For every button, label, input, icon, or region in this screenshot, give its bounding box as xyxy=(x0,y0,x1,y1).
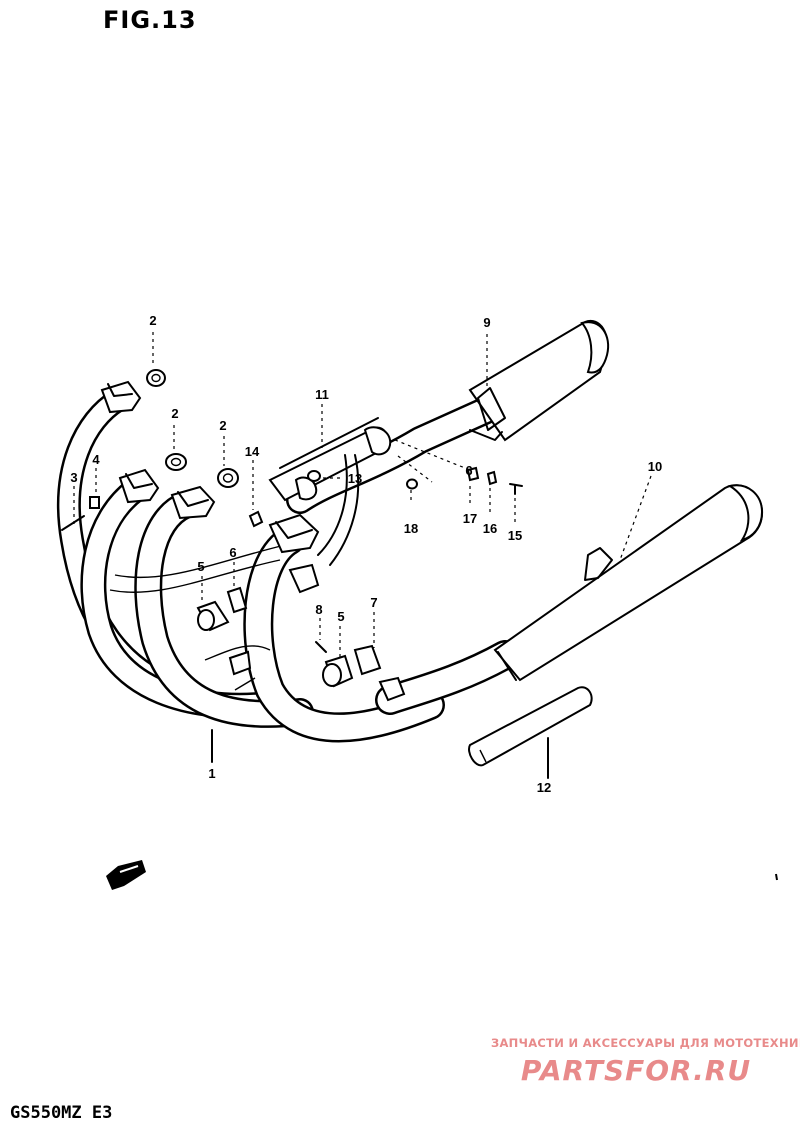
gasket-2b xyxy=(165,453,187,471)
watermark-logo: PARTSFOR.RU xyxy=(521,1054,751,1087)
nut-18 xyxy=(406,478,418,490)
callout-3: 3 xyxy=(70,470,77,485)
gasket-2a xyxy=(146,369,166,387)
callout-17: 17 xyxy=(463,511,477,526)
watermark-logo-text: PARTSFOR.RU xyxy=(521,1054,751,1087)
crossover-pipe-11 xyxy=(268,417,392,566)
callout-5b: 5 xyxy=(337,609,344,624)
connector-5a xyxy=(196,600,230,632)
bolt-15 xyxy=(509,483,523,495)
front-arrow-icon xyxy=(106,860,146,890)
callout-1: 1 xyxy=(208,766,215,781)
gasket-2c xyxy=(217,468,239,488)
callout-5a: 5 xyxy=(197,559,204,574)
nut-4 xyxy=(89,496,100,509)
clamp-7 xyxy=(353,644,382,676)
pipe-clamps xyxy=(100,380,320,594)
callout-15: 15 xyxy=(508,528,522,543)
clamp-6a xyxy=(226,586,248,614)
exhaust-pipe-1 xyxy=(56,388,445,743)
callout-6a: 6 xyxy=(229,545,236,560)
callout-2b: 2 xyxy=(171,406,178,421)
callout-13: 13 xyxy=(348,471,362,486)
model-code: GS550MZ E3 xyxy=(10,1103,113,1123)
bolt-8 xyxy=(315,641,327,653)
connector-5b xyxy=(322,654,354,688)
callout-10: 10 xyxy=(648,459,662,474)
callout-9: 9 xyxy=(483,315,490,330)
callout-6b: 6 xyxy=(465,463,472,478)
leader-lines xyxy=(73,332,652,779)
callout-8: 8 xyxy=(315,602,322,617)
callout-2a: 2 xyxy=(149,313,156,328)
callout-18: 18 xyxy=(404,521,418,536)
callout-11: 11 xyxy=(315,387,329,402)
bolt-14 xyxy=(248,510,264,528)
callout-16: 16 xyxy=(483,521,497,536)
bolt-13 xyxy=(307,470,321,482)
figure-title: FIG.13 xyxy=(103,6,197,34)
stud-bolt-3 xyxy=(61,515,85,531)
washer-16 xyxy=(486,470,498,486)
watermark-caption: ЗАПЧАСТИ И АКСЕССУАРЫ ДЛЯ МОТОТЕХНИКИ xyxy=(491,1036,800,1050)
callout-4: 4 xyxy=(92,452,100,467)
callout-12: 12 xyxy=(537,780,551,795)
callout-2c: 2 xyxy=(219,418,226,433)
muffler-left-lower xyxy=(375,484,764,715)
callout-7: 7 xyxy=(370,595,377,610)
callout-labels: 1 2 2 2 3 4 5 5 6 6 7 8 9 10 11 12 13 14… xyxy=(70,313,662,795)
callout-14: 14 xyxy=(245,444,260,459)
heat-shield-12 xyxy=(468,686,593,767)
washer-17 xyxy=(466,466,480,482)
